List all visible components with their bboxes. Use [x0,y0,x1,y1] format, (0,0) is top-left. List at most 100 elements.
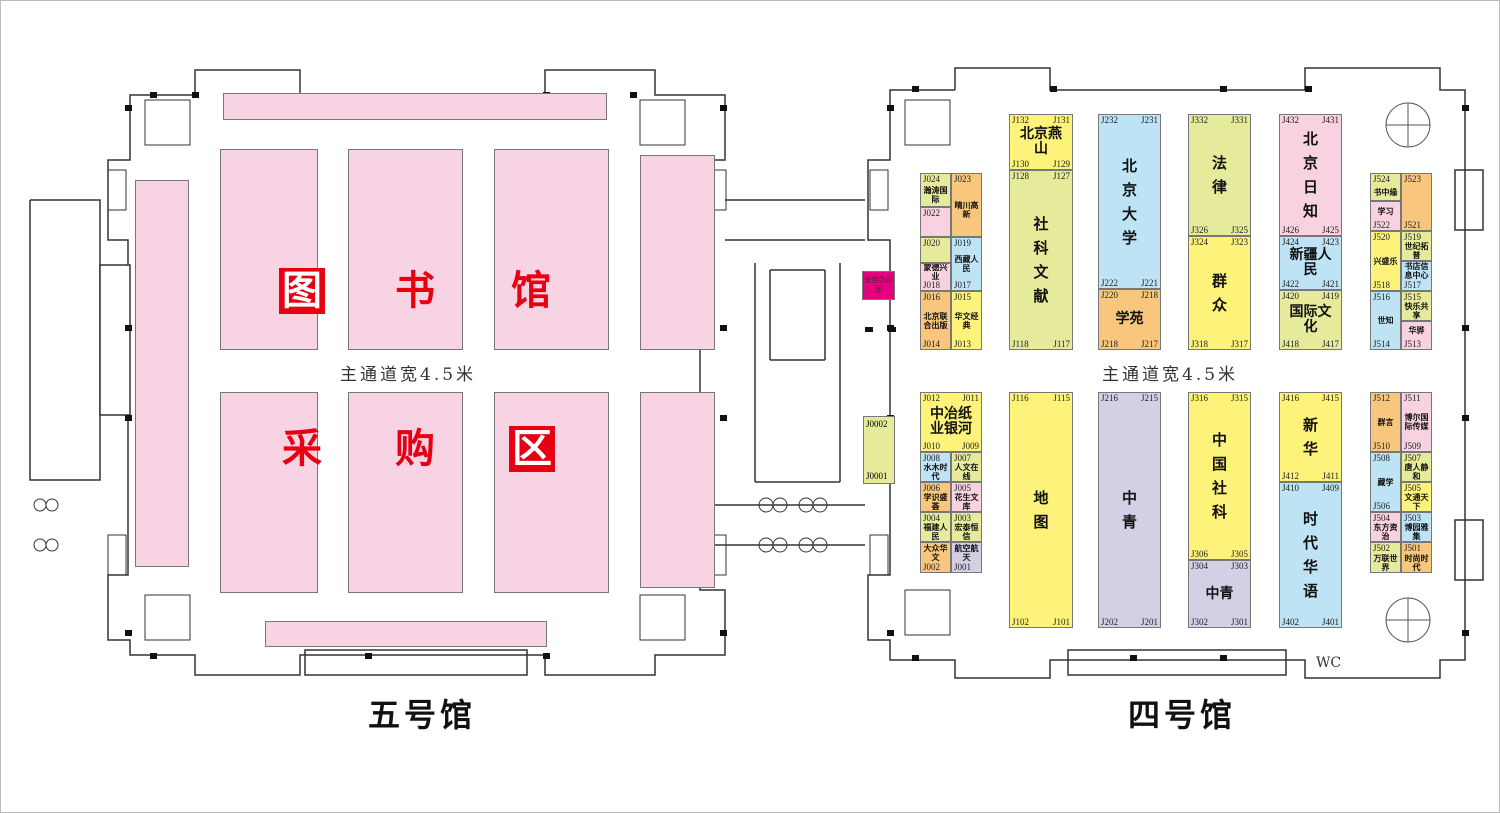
booth-code-row: J001 [952,562,981,572]
booth-name-area: 学习 [1371,202,1400,220]
booth-code-row: J505 [1402,483,1431,493]
booth-code-row: J022 [921,208,950,218]
office-booth[interactable]: 业务办公室 [862,271,895,300]
hall5-block [220,149,318,350]
booth-name: 东方资治 [1373,523,1398,541]
booth-code: J215 [1140,393,1158,403]
booth-code-row: J018 [921,280,950,290]
booth-name-area: 中青 [1189,571,1250,617]
booth-code: J510 [1373,441,1391,451]
booth-name-area: 地图 [1010,403,1072,617]
booth-code-row: J004 [921,513,950,523]
booth-name: 地图 [1033,489,1049,531]
booth-code: J001 [954,562,972,572]
booth-code: J512 [1373,393,1391,403]
booth-code-row: J003 [952,513,981,523]
booth-code: J317 [1230,339,1248,349]
booth-code: J431 [1321,115,1339,125]
booth-code: J218 [1101,339,1119,349]
booth[interactable]: J022 [920,207,951,237]
booth-code: J303 [1230,561,1248,571]
booth-code-row: J503 [1402,513,1431,523]
booth-name-area: 快乐共享 [1402,302,1431,320]
booth-name: 唐人静和 [1404,463,1429,481]
booth-code: J129 [1052,159,1070,169]
booth-code: J202 [1101,617,1119,627]
booth-code-row: J517 [1402,280,1431,290]
hall5-title-char: 区 [509,426,555,472]
booth-code: J019 [954,238,972,248]
booth-code: J020 [923,238,941,248]
booth[interactable]: J020 [920,237,951,263]
booth-code: J513 [1404,339,1422,349]
booth-name: 中青 [1121,489,1137,531]
booth-code: J024 [923,174,941,184]
booth-code: J015 [954,292,972,302]
booth-name: 书店信息中心 [1404,262,1429,280]
booth-name-area: 福建人民 [921,523,950,541]
booth-code-row: J516 [1371,292,1400,302]
booth-j0001-j0002[interactable]: J0002 J0001 [863,416,895,484]
booth-code: J002 [923,562,941,572]
booth-name-area: 文通天下 [1402,493,1431,511]
booth-name-area: 北京日知 [1280,125,1341,225]
